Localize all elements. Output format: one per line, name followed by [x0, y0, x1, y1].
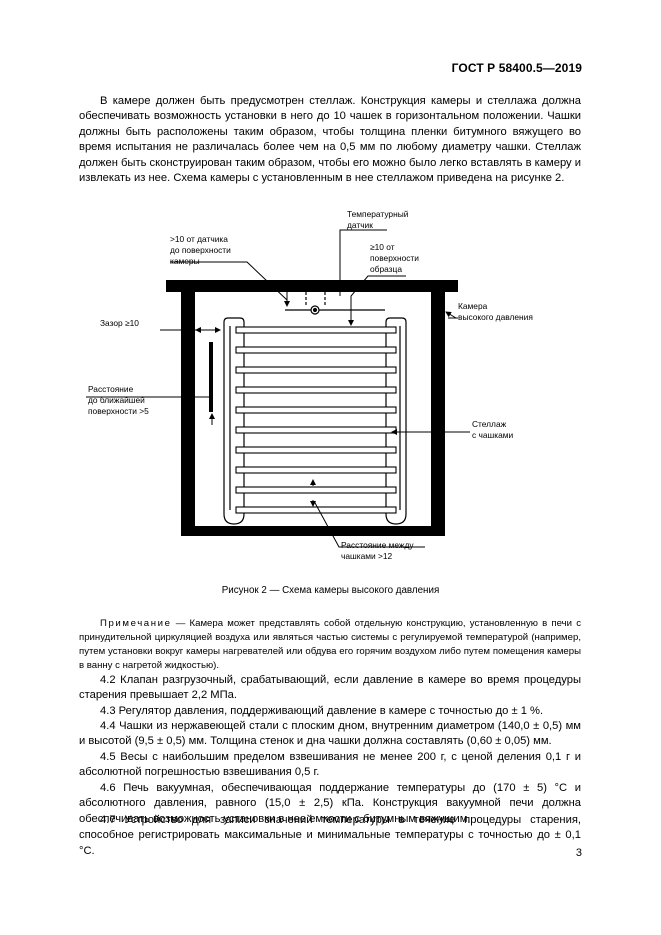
chamber-diagram — [86, 229, 470, 548]
cup-shelves — [235, 326, 397, 514]
item-4-3: 4.3 Регулятор давления, поддерживающий д… — [100, 705, 544, 717]
label-chamber: Камера высокого давления — [458, 301, 533, 322]
note-label: Примечание — [100, 618, 172, 629]
figure-note: Примечание — Камера может представлять с… — [79, 617, 581, 673]
intro-paragraph: В камере должен быть предусмотрен стелла… — [79, 95, 581, 185]
label-nearest-surface: Расстояние до ближайшей поверхности >5 — [88, 384, 149, 416]
label-cup-distance: Расстояние между чашками >12 — [341, 540, 414, 561]
label-gap: Зазор ≥10 — [100, 318, 139, 328]
temperature-sensor — [285, 292, 385, 315]
page-number: 3 — [575, 847, 582, 859]
item-4-7: 4.7 Устройство для записи значений темпе… — [79, 814, 581, 857]
item-4-5: 4.5 Весы с наибольшим пределом взвешиван… — [79, 751, 581, 779]
item-4-6: 4.6 Печь вакуумная, обеспечивающая подде… — [79, 782, 581, 825]
label-dist-sample-surface: ≥10 от поверхности образца — [370, 242, 419, 274]
label-temperature-sensor: Температурный датчик — [347, 209, 409, 230]
rack-frame — [223, 317, 407, 525]
leader-lines — [86, 229, 470, 548]
label-rack: Стеллаж с чашками — [472, 419, 514, 440]
document-header: ГОСТ Р 58400.5—2019 — [451, 61, 582, 75]
item-4-4: 4.4 Чашки из нержавеющей стали с плоским… — [79, 720, 581, 748]
figure-caption: Рисунок 2 — Схема камеры высокого давлен… — [221, 585, 440, 596]
left-probe — [209, 342, 213, 412]
chamber-walls — [166, 280, 458, 536]
label-dist-sensor-surface: >10 от датчика до поверхности камеры — [170, 234, 231, 266]
item-4-2: 4.2 Клапан разгрузочный, срабатывающий, … — [79, 674, 581, 702]
note-text: — Камера может представлять собой отдель… — [79, 618, 581, 671]
